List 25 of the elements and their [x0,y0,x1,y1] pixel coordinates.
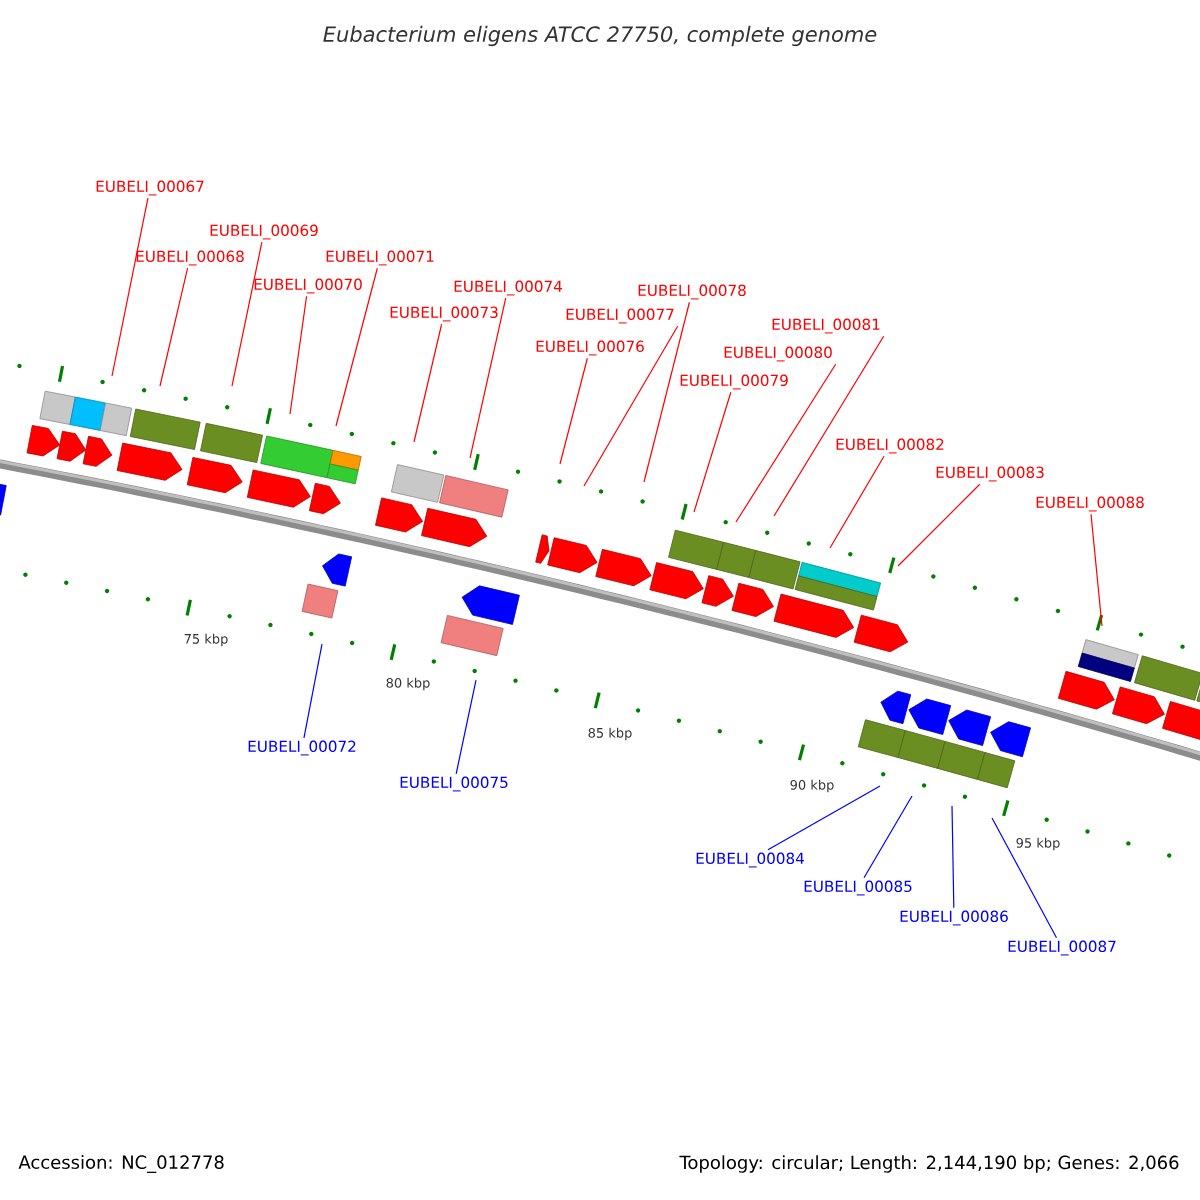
footer-text: Topology: circular; Length: 2,144,190 bp; Genes: 2,066 [679,1155,1179,1173]
footer-text: Accession: NC_012778 [18,1155,224,1173]
leader-line [863,795,913,879]
leader-line [767,785,881,851]
leader-line [583,325,679,487]
leader-line [1090,513,1103,627]
leader-line [693,391,732,513]
leader-line [111,197,149,377]
leader-line [289,295,308,415]
leader-line [159,267,189,387]
leader-line [559,357,588,465]
title: Eubacterium eligens ATCC 27750, complete genome [323,25,877,47]
leader-line [643,301,691,483]
leader-line [897,483,981,567]
leader-line [829,455,885,549]
leader-line [735,363,837,523]
leader-line [469,297,507,459]
leader-line [231,241,263,387]
leader-line [335,267,378,427]
leader-line [303,643,323,739]
leader-line [951,805,955,909]
leader-line [413,323,443,443]
leader-line [991,817,1058,939]
leader-line [455,679,477,775]
leader-line [773,335,885,517]
